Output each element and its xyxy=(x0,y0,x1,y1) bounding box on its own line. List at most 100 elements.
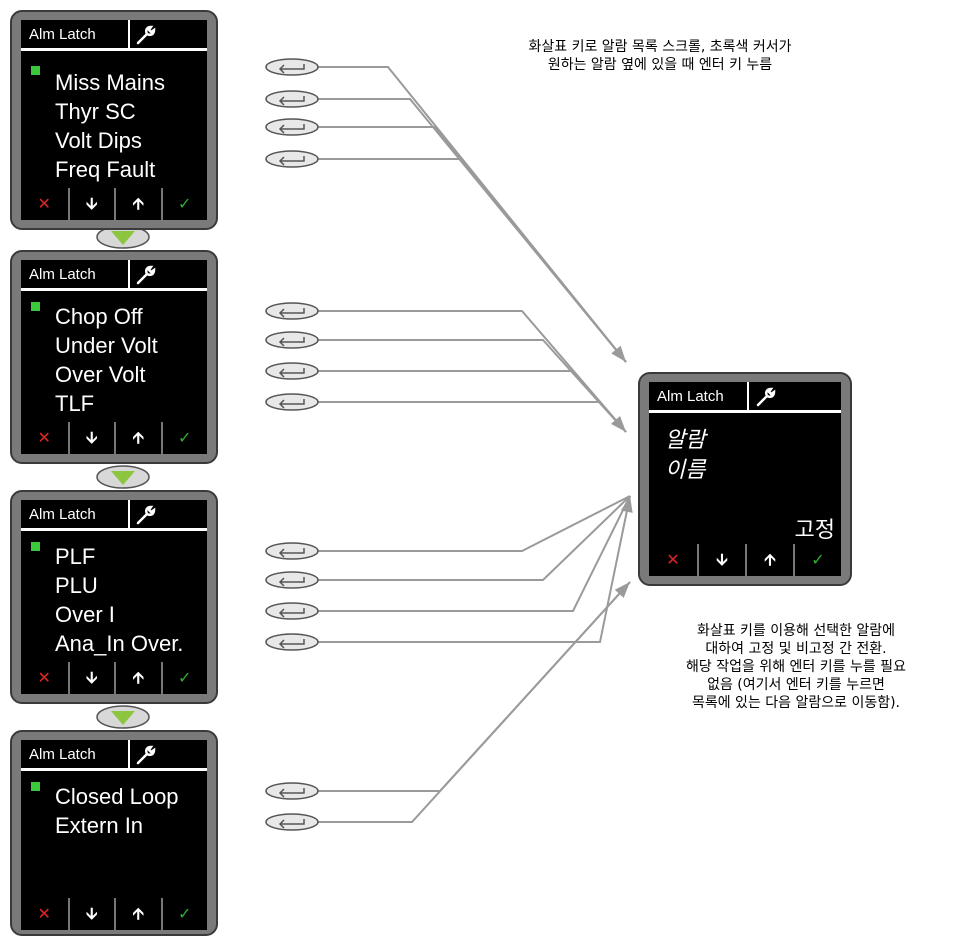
panel-2-header: Alm Latch xyxy=(21,260,207,291)
arrowhead xyxy=(614,582,630,598)
wrench-icon[interactable] xyxy=(135,744,157,766)
alarm-item[interactable]: TLF xyxy=(55,391,95,416)
enter-key-icon xyxy=(265,58,319,76)
wrench-icon[interactable] xyxy=(135,504,157,526)
confirm-button[interactable]: ✓ xyxy=(160,662,208,694)
alarm-name-line-2: 이름 xyxy=(665,458,706,483)
button-bar: ✕ 🡫 🡩 ✓ xyxy=(21,422,207,454)
panel-4-screen: Alm Latch Closed Loop Extern In ✕ 🡫 🡩 ✓ xyxy=(21,740,207,930)
connector-line xyxy=(318,495,631,581)
connector-line xyxy=(318,581,631,823)
wrench-icon[interactable] xyxy=(135,264,157,286)
down-button[interactable]: 🡫 xyxy=(697,544,745,576)
alarm-item[interactable]: Extern In xyxy=(55,813,144,838)
cancel-button[interactable]: ✕ xyxy=(666,550,680,569)
enter-key-icon xyxy=(265,302,319,320)
confirm-button[interactable]: ✓ xyxy=(793,544,841,576)
panel-4-header: Alm Latch xyxy=(21,740,207,771)
alarm-name-line-1: 알람 xyxy=(665,428,706,453)
header-rule xyxy=(21,528,207,531)
header-rule xyxy=(649,410,841,413)
alarm-item[interactable]: Volt Dips xyxy=(55,128,142,153)
arrowhead xyxy=(620,496,633,513)
alarm-item[interactable]: Thyr SC xyxy=(55,99,136,124)
alarm-item[interactable]: Miss Mains xyxy=(55,70,166,95)
enter-key-arrow xyxy=(278,96,305,106)
header-rule xyxy=(21,288,207,291)
arrowhead xyxy=(611,345,626,362)
connector-line xyxy=(318,98,627,363)
down-button[interactable]: 🡫 xyxy=(67,662,115,694)
header-divider xyxy=(128,740,130,770)
confirm-button[interactable]: ✓ xyxy=(160,422,208,454)
cancel-button[interactable]: ✕ xyxy=(37,428,51,447)
enter-key-arrow xyxy=(278,548,305,558)
green-cursor xyxy=(31,66,40,75)
down-button[interactable]: 🡫 xyxy=(67,422,115,454)
connector-line xyxy=(318,495,631,552)
enter-key-icon xyxy=(265,571,319,589)
green-cursor xyxy=(31,782,40,791)
up-button[interactable]: 🡩 xyxy=(114,662,161,694)
cancel-button[interactable]: ✕ xyxy=(37,668,51,687)
screen-title: Alm Latch xyxy=(29,266,96,283)
up-button[interactable]: 🡩 xyxy=(114,898,161,930)
button-bar: ✕ 🡫 🡩 ✓ xyxy=(649,544,841,576)
detail-header: Alm Latch xyxy=(649,382,841,413)
cancel-button[interactable]: ✕ xyxy=(37,904,51,923)
alarm-item[interactable]: Under Volt xyxy=(55,333,158,358)
alarm-item[interactable]: PLU xyxy=(55,573,98,598)
alarm-item[interactable]: Over I xyxy=(55,602,115,627)
enter-key-icon xyxy=(265,393,319,411)
panel-1-screen: Alm Latch Miss Mains Thyr SC Volt Dips F… xyxy=(21,20,207,220)
arrowhead xyxy=(610,415,626,432)
wrench-icon[interactable] xyxy=(135,24,157,46)
enter-key-icon xyxy=(265,150,319,168)
note-line: 원하는 알람 옆에 있을 때 엔터 키 누름 xyxy=(547,57,773,73)
up-button[interactable]: 🡩 xyxy=(745,544,793,576)
enter-key-arrow xyxy=(278,788,305,798)
confirm-button[interactable]: ✓ xyxy=(160,188,208,220)
wrench-icon[interactable] xyxy=(755,386,777,408)
connector-line xyxy=(318,126,627,363)
note-line: 목록에 있는 다음 알람으로 이동함). xyxy=(691,695,901,711)
alarm-item[interactable]: PLF xyxy=(55,544,96,569)
down-button[interactable]: 🡫 xyxy=(67,188,115,220)
note-line: 없음 (여기서 엔터 키를 누르면 xyxy=(707,677,885,693)
up-button[interactable]: 🡩 xyxy=(114,422,161,454)
note-line: 해당 작업을 위해 엔터 키를 누를 필요 xyxy=(686,659,906,675)
header-divider xyxy=(128,500,130,530)
connector-line xyxy=(318,495,631,643)
alarm-item[interactable]: Freq Fault xyxy=(55,157,156,182)
instruction-note-top: 화살표 키로 알람 목록 스크롤, 초록색 커서가 원하는 알람 옆에 있을 때… xyxy=(450,38,870,74)
alarm-item[interactable]: Over Volt xyxy=(55,362,146,387)
enter-key-icon xyxy=(265,90,319,108)
alarm-item[interactable]: Ana_In Over. xyxy=(55,631,184,656)
cancel-button[interactable]: ✕ xyxy=(37,194,51,213)
connector-line xyxy=(318,66,627,363)
header-rule xyxy=(21,48,207,51)
enter-key-arrow xyxy=(278,337,305,347)
green-triangle-icon xyxy=(111,231,135,245)
enter-key-arrow xyxy=(278,64,305,74)
enter-key-icon xyxy=(265,782,319,800)
green-cursor xyxy=(31,542,40,551)
panel-3-header: Alm Latch xyxy=(21,500,207,531)
note-line: 화살표 키를 이용해 선택한 알람에 xyxy=(696,623,896,639)
panel-2-screen: Alm Latch Chop Off Under Volt Over Volt … xyxy=(21,260,207,454)
enter-key-arrow xyxy=(278,399,305,409)
down-button[interactable]: 🡫 xyxy=(67,898,115,930)
enter-key-icon xyxy=(265,362,319,380)
confirm-button[interactable]: ✓ xyxy=(160,898,208,930)
alarm-item[interactable]: Closed Loop xyxy=(55,784,179,809)
enter-key-icon xyxy=(265,602,319,620)
enter-key-arrow xyxy=(278,124,305,134)
connector-line xyxy=(318,158,627,363)
alarm-item[interactable]: Chop Off xyxy=(55,304,143,329)
header-divider xyxy=(128,20,130,50)
enter-key-arrow xyxy=(278,639,305,649)
screen-title: Alm Latch xyxy=(657,388,724,405)
up-button[interactable]: 🡩 xyxy=(114,188,161,220)
enter-key-icon xyxy=(265,633,319,651)
